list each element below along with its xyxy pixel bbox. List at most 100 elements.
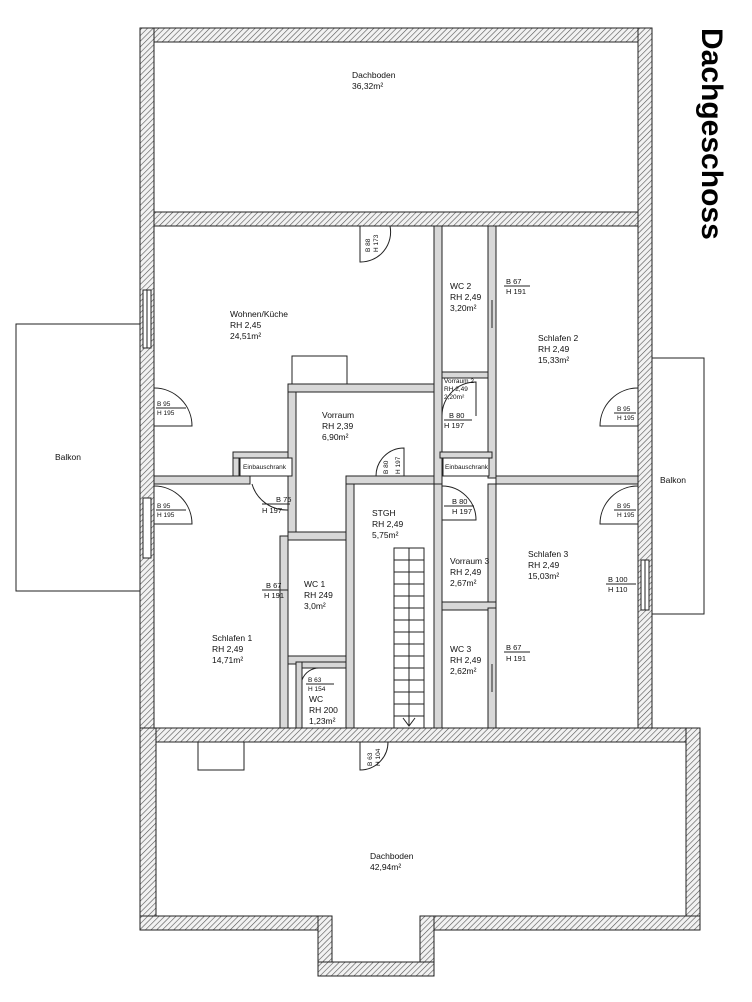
svg-text:15,03m²: 15,03m² bbox=[528, 571, 559, 581]
svg-text:H 195: H 195 bbox=[157, 410, 175, 417]
door-label-schlafen3-right: B 95 H 195 bbox=[614, 503, 636, 519]
window-left-lower bbox=[142, 497, 152, 559]
svg-text:H 197: H 197 bbox=[262, 506, 282, 515]
room-schlafen2: Schlafen 2 RH 2,49 15,33m² bbox=[538, 333, 578, 365]
svg-text:Vorraum 3: Vorraum 3 bbox=[450, 556, 489, 566]
room-vorraum3: Vorraum 3 RH 2,49 2,67m² bbox=[450, 556, 489, 588]
svg-text:Dachboden: Dachboden bbox=[370, 851, 414, 861]
svg-text:H 191: H 191 bbox=[506, 287, 526, 296]
room-wc-small: WC RH 200 1,23m² bbox=[309, 694, 338, 726]
svg-text:2,20m²: 2,20m² bbox=[444, 394, 465, 401]
door-label-vorraum-left: B 75 H 197 bbox=[262, 495, 291, 515]
svg-text:H 191: H 191 bbox=[264, 591, 284, 600]
svg-text:15,33m²: 15,33m² bbox=[538, 355, 569, 365]
door-label-wc1: B 67 H 191 bbox=[262, 581, 288, 600]
attic-hatch bbox=[197, 741, 245, 771]
svg-text:Dachboden: Dachboden bbox=[352, 70, 396, 80]
svg-text:B 67: B 67 bbox=[266, 581, 281, 590]
room-vorraum2: Vorraum 2 RH 2,49 2,20m² bbox=[444, 378, 474, 401]
svg-text:42,94m²: 42,94m² bbox=[370, 862, 401, 872]
svg-text:RH 2,45: RH 2,45 bbox=[230, 320, 261, 330]
door-label-vorraum3: B 80 H 197 bbox=[444, 497, 474, 516]
svg-text:3,20m²: 3,20m² bbox=[450, 303, 477, 313]
door-label-bottom: B 63 H 104 bbox=[367, 748, 382, 766]
door-label-stgh: B 80 H 197 bbox=[383, 456, 402, 474]
svg-text:3,0m²: 3,0m² bbox=[304, 601, 326, 611]
svg-text:24,51m²: 24,51m² bbox=[230, 331, 261, 341]
room-stgh: STGH RH 2,49 5,75m² bbox=[372, 508, 403, 540]
svg-text:RH 2,49: RH 2,49 bbox=[372, 519, 403, 529]
svg-text:1,23m²: 1,23m² bbox=[309, 716, 336, 726]
room-wc2: WC 2 RH 2,49 3,20m² bbox=[450, 281, 481, 313]
svg-text:Wohnen/Küche: Wohnen/Küche bbox=[230, 309, 288, 319]
svg-text:B 80: B 80 bbox=[449, 411, 464, 420]
balcony-left-label: Balkon bbox=[55, 452, 81, 462]
exterior-walls bbox=[139, 27, 701, 977]
room-dachboden-bottom: Dachboden 42,94m² bbox=[370, 851, 414, 872]
balcony-right bbox=[651, 357, 705, 615]
svg-text:H 197: H 197 bbox=[395, 456, 402, 474]
svg-text:B 100: B 100 bbox=[608, 575, 628, 584]
svg-text:H 104: H 104 bbox=[375, 748, 382, 766]
plan-title: Dachgeschoss bbox=[695, 28, 728, 240]
svg-text:WC: WC bbox=[309, 694, 323, 704]
door-label-top: B 88 H 173 bbox=[365, 234, 380, 252]
door-label-wohnen-left: B 95 H 195 bbox=[156, 401, 186, 417]
svg-text:H 195: H 195 bbox=[617, 512, 635, 519]
svg-text:RH 2,49: RH 2,49 bbox=[212, 644, 243, 654]
room-dachboden-top: Dachboden 36,32m² bbox=[352, 70, 396, 91]
svg-text:RH 200: RH 200 bbox=[309, 705, 338, 715]
svg-text:H 173: H 173 bbox=[373, 234, 380, 252]
svg-text:WC 2: WC 2 bbox=[450, 281, 472, 291]
svg-text:B 75: B 75 bbox=[276, 495, 291, 504]
svg-text:RH 2,49: RH 2,49 bbox=[450, 655, 481, 665]
svg-text:H 197: H 197 bbox=[452, 507, 472, 516]
svg-text:Vorraum 2: Vorraum 2 bbox=[444, 378, 474, 385]
cabinet-left bbox=[239, 457, 293, 477]
svg-text:2,67m²: 2,67m² bbox=[450, 578, 477, 588]
svg-text:H 154: H 154 bbox=[308, 686, 326, 693]
interior-walls bbox=[153, 225, 639, 729]
chimney bbox=[291, 355, 348, 385]
door-label-schlafen1-left: B 95 H 195 bbox=[156, 503, 186, 519]
room-schlafen1: Schlafen 1 RH 2,49 14,71m² bbox=[212, 633, 252, 665]
svg-text:B 95: B 95 bbox=[157, 401, 171, 408]
svg-text:B 80: B 80 bbox=[452, 497, 467, 506]
svg-text:B 63: B 63 bbox=[367, 752, 374, 766]
svg-text:RH 2,49: RH 2,49 bbox=[444, 386, 468, 393]
svg-text:RH 249: RH 249 bbox=[304, 590, 333, 600]
door-label-vorraum2: B 80 H 197 bbox=[444, 411, 472, 430]
svg-text:H 195: H 195 bbox=[617, 415, 635, 422]
room-vorraum: Vorraum RH 2,39 6,90m² bbox=[322, 410, 354, 442]
svg-text:H 110: H 110 bbox=[608, 585, 627, 594]
balcony-right-label: Balkon bbox=[660, 475, 686, 485]
door-label-wc3: B 67 H 191 bbox=[504, 643, 530, 663]
svg-text:RH 2,39: RH 2,39 bbox=[322, 421, 353, 431]
balcony-left bbox=[15, 323, 141, 592]
svg-text:B 80: B 80 bbox=[383, 460, 390, 474]
svg-text:B 95: B 95 bbox=[617, 503, 631, 510]
window-label-right: B 100 H 110 bbox=[606, 575, 636, 594]
svg-text:Vorraum: Vorraum bbox=[322, 410, 354, 420]
svg-text:RH 2,49: RH 2,49 bbox=[528, 560, 559, 570]
svg-text:Schlafen 2: Schlafen 2 bbox=[538, 333, 578, 343]
svg-text:WC 1: WC 1 bbox=[304, 579, 326, 589]
svg-text:RH 2,49: RH 2,49 bbox=[450, 567, 481, 577]
room-wc1: WC 1 RH 249 3,0m² bbox=[304, 579, 333, 611]
svg-text:36,32m²: 36,32m² bbox=[352, 81, 383, 91]
svg-text:5,75m²: 5,75m² bbox=[372, 530, 399, 540]
svg-text:WC 3: WC 3 bbox=[450, 644, 472, 654]
svg-text:RH 2,49: RH 2,49 bbox=[450, 292, 481, 302]
svg-text:14,71m²: 14,71m² bbox=[212, 655, 243, 665]
svg-text:6,90m²: 6,90m² bbox=[322, 432, 349, 442]
svg-text:RH 2,49: RH 2,49 bbox=[538, 344, 569, 354]
svg-text:STGH: STGH bbox=[372, 508, 396, 518]
svg-text:B 63: B 63 bbox=[308, 677, 322, 684]
door-label-wc2: B 67 H 191 bbox=[504, 277, 530, 296]
cabinet-right bbox=[442, 457, 490, 477]
svg-text:H 191: H 191 bbox=[506, 654, 526, 663]
svg-text:H 197: H 197 bbox=[444, 421, 464, 430]
svg-text:B 88: B 88 bbox=[365, 238, 372, 252]
door-label-schlafen2-right: B 95 H 195 bbox=[614, 406, 636, 422]
